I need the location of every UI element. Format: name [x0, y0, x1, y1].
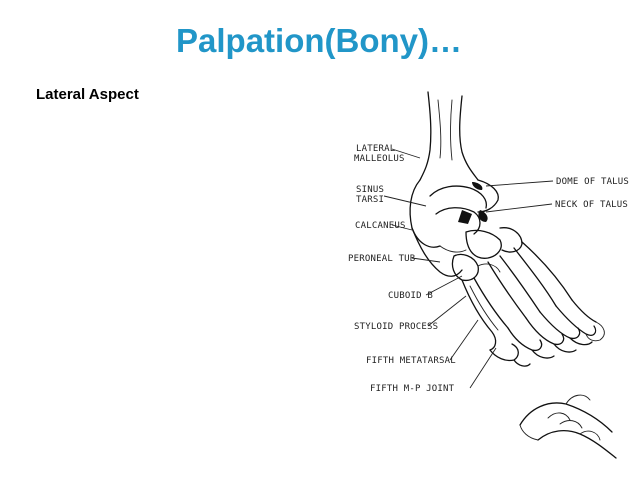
hindfoot-bones	[409, 179, 499, 277]
metatarsal-bones	[461, 241, 573, 351]
leader-cuboid-b	[425, 275, 463, 296]
label-line: MALLEOLUS	[354, 154, 405, 164]
label-dome-of-talus: DOME OF TALUS	[556, 177, 629, 187]
leader-styloid-process	[427, 295, 467, 327]
leader-sinus-tarsi	[383, 195, 427, 207]
midfoot-bones	[451, 227, 523, 282]
leader-calcaneus	[391, 224, 413, 231]
label-lateral-malleolus: LATERAL MALLEOLUS	[354, 144, 405, 164]
label-fifth-metatarsal: FIFTH METATARSAL	[366, 356, 456, 366]
label-cuboid-b: CUBOID B	[388, 291, 433, 301]
label-peroneal-tub: PERONEAL TUB	[348, 254, 415, 264]
label-line: SINUS	[356, 185, 384, 195]
leader-fifth-mp-joint	[469, 347, 497, 389]
leader-peroneal-tub	[411, 257, 441, 263]
leader-dome-of-talus	[485, 180, 554, 187]
palpating-hand-sketch	[519, 394, 617, 459]
label-fifth-mp-joint: FIFTH M-P JOINT	[370, 384, 455, 394]
label-styloid-process: STYLOID PROCESS	[354, 322, 438, 332]
slide-subtitle: Lateral Aspect	[36, 86, 139, 103]
label-line: TARSI	[356, 195, 384, 205]
leader-fifth-metatarsal	[449, 319, 479, 361]
slide-title: Palpation(Bony)…	[176, 22, 462, 59]
label-calcaneus: CALCANEUS	[355, 221, 406, 231]
leader-neck-of-talus	[485, 203, 553, 213]
label-neck-of-talus: NECK OF TALUS	[555, 200, 628, 210]
leg-outline	[419, 91, 479, 181]
leader-lines	[383, 148, 554, 389]
toe-bones	[489, 299, 605, 367]
label-sinus-tarsi: SINUS TARSI	[356, 185, 384, 205]
leader-lateral-malleolus	[391, 148, 421, 159]
label-line: LATERAL	[356, 144, 395, 154]
